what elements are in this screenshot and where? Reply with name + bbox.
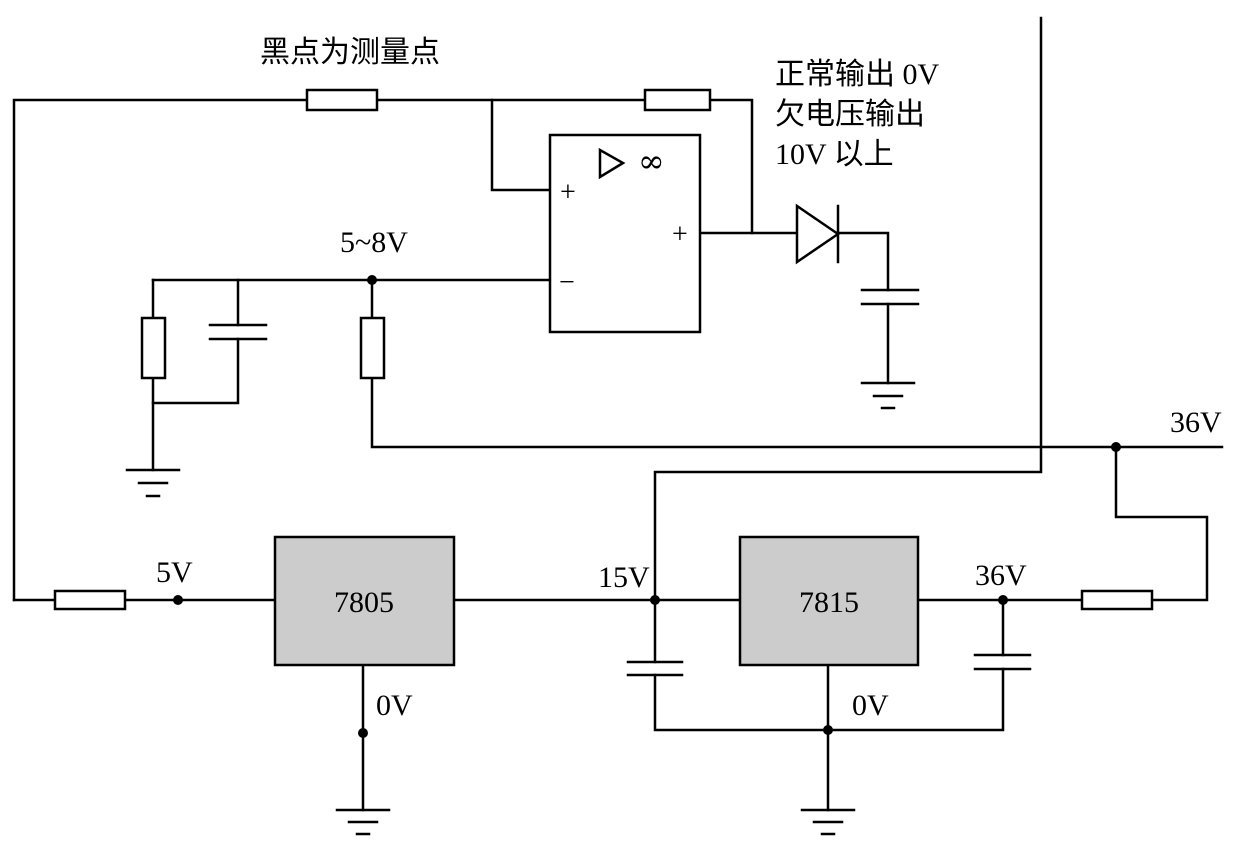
measurement-dot-7815-ground — [823, 725, 833, 735]
capacitor-output — [860, 288, 920, 306]
regulator-7805-body — [273, 535, 456, 667]
ground-7815-label: 0V — [852, 689, 889, 722]
measurement-dot-5v — [173, 595, 183, 605]
regulator-7815-body — [738, 535, 920, 667]
labels: 黑点为测量点 正常输出 0V 欠电压输出 10V 以上 5~8V 36V 5V … — [156, 36, 1222, 722]
node-36v-label: 36V — [975, 559, 1027, 592]
resistor-feedback-2 — [643, 88, 712, 112]
wire-36v-bus — [370, 376, 1224, 449]
wires — [12, 16, 1224, 812]
capacitor-36v — [973, 653, 1032, 671]
resistor-feedback-1 — [305, 88, 379, 112]
measurement-dot-36v — [998, 595, 1008, 605]
opamp-gain-symbol: ∞ — [638, 142, 665, 180]
resistors — [53, 88, 1154, 611]
supply-36v-label: 36V — [1170, 406, 1222, 439]
opamp-triangle-icon — [598, 147, 626, 180]
measurement-dot-15v — [650, 595, 660, 605]
wire-left-feedback — [12, 98, 309, 602]
resistor-bottom-left — [53, 589, 127, 611]
measurement-dot-36v-bus — [1111, 442, 1121, 452]
resistor-bottom-right — [1080, 589, 1154, 611]
ground-output-icon — [860, 381, 916, 410]
regulator-7815: 7815 — [738, 535, 920, 667]
measurement-points — [173, 275, 1121, 738]
ground-7815-icon — [800, 808, 856, 836]
node-15v-label: 15V — [598, 561, 650, 594]
node-5v-label: 5V — [156, 556, 193, 589]
ground-7805-label: 0V — [376, 689, 413, 722]
output-status-line-1: 正常输出 0V — [775, 58, 939, 91]
divider-voltage-label: 5~8V — [340, 226, 408, 259]
wire-36v-feed — [1114, 445, 1209, 602]
diode-triangle — [795, 203, 841, 265]
opamp: ∞ + − + — [548, 133, 702, 334]
wire-15v-rail — [653, 16, 1043, 664]
opamp-noninverting-sign: + — [560, 177, 576, 208]
opamp-inverting-sign: − — [559, 267, 575, 298]
wire-diode-to-capacitor — [836, 231, 890, 292]
measurement-note: 黑点为测量点 — [260, 36, 440, 69]
regulator-7805: 7805 — [273, 535, 456, 667]
wire-noninverting-input — [490, 98, 552, 192]
regulator-7805-label: 7805 — [334, 586, 394, 619]
capacitor-15v — [626, 660, 684, 677]
output-status-line-3: 10V 以上 — [775, 138, 894, 171]
ground-left-icon — [125, 468, 181, 498]
capacitor-left — [208, 323, 268, 341]
output-status-line-2: 欠电压输出 — [775, 98, 925, 131]
resistor-divider-vertical — [359, 316, 386, 380]
resistor-left-vertical — [140, 316, 167, 380]
regulator-7815-label: 7815 — [799, 586, 859, 619]
opamp-body — [548, 133, 702, 334]
ground-7805-icon — [335, 808, 391, 836]
diode-icon — [795, 203, 841, 265]
wire-left-capacitor-bottom — [151, 337, 240, 405]
measurement-dot-7805-ground — [358, 728, 368, 738]
wire-top-right — [708, 98, 754, 235]
measurement-dot-divider — [367, 275, 377, 285]
opamp-output-sign: + — [672, 219, 688, 250]
